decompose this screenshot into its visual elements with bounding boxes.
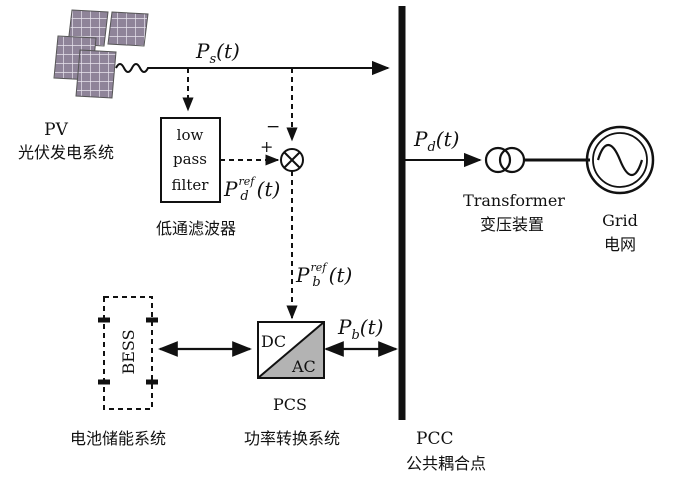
grid-source-icon bbox=[585, 125, 655, 195]
filter-label-cn: 低通滤波器 bbox=[156, 219, 236, 238]
filter-line1: low bbox=[177, 126, 204, 144]
grid-label: Grid bbox=[602, 211, 638, 230]
pcs-label-cn: 功率转换系统 bbox=[244, 429, 340, 448]
summer-plus-sign: + bbox=[260, 137, 273, 156]
pcc-label: PCC bbox=[416, 429, 453, 449]
bess-label: BESS bbox=[119, 329, 138, 374]
pcc-label-cn: 公共耦合点 bbox=[406, 454, 486, 473]
transformer-label-cn: 变压装置 bbox=[480, 215, 544, 234]
pcs-converter-box bbox=[257, 321, 325, 379]
ps-signal-label: Ps(t) bbox=[195, 39, 240, 67]
low-pass-filter-box bbox=[160, 117, 221, 203]
pv-label: PV bbox=[44, 120, 68, 140]
summing-junction-icon bbox=[280, 148, 304, 172]
pcs-dc-label: DC bbox=[261, 332, 286, 351]
pcs-ac-label: AC bbox=[291, 357, 316, 376]
pv-label-cn: 光伏发电系统 bbox=[18, 143, 114, 162]
pd-signal-label: Pd(t) bbox=[413, 127, 459, 155]
bess-battery-icon bbox=[98, 296, 158, 410]
pcs-label: PCS bbox=[273, 395, 307, 414]
filter-line3: filter bbox=[172, 176, 210, 194]
transformer-icon bbox=[484, 146, 526, 174]
filter-line2: pass bbox=[173, 150, 207, 168]
summer-minus-sign: − bbox=[266, 117, 280, 137]
bess-label-cn: 电池储能系统 bbox=[70, 429, 166, 448]
transformer-label: Transformer bbox=[463, 191, 565, 210]
pv-wire bbox=[115, 63, 150, 73]
grid-label-cn: 电网 bbox=[604, 235, 636, 254]
pv-panel-icon bbox=[53, 9, 149, 99]
pb-signal-label: Pb(t) bbox=[337, 315, 383, 343]
